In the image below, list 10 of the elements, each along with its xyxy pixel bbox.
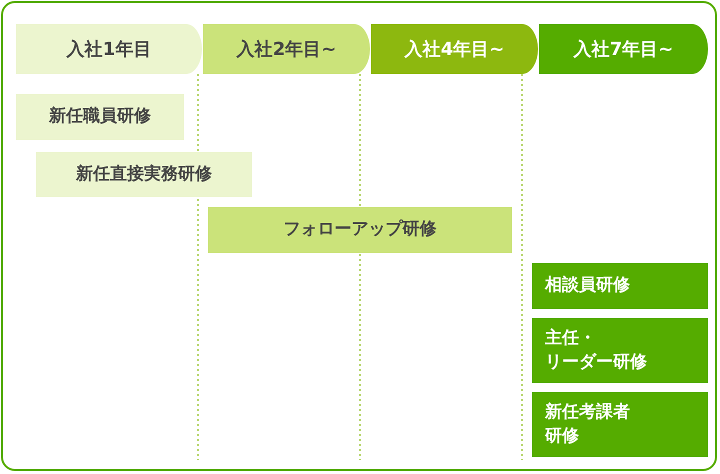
training-box: 相談員研修: [532, 263, 708, 309]
training-box: フォローアップ研修: [208, 207, 512, 253]
training-box: 新任直接実務研修: [36, 152, 252, 197]
phase-tab: 入社7年目~: [539, 24, 708, 74]
training-box: 新任職員研修: [16, 94, 184, 140]
phase-tab: 入社1年目: [16, 24, 202, 74]
phase-tab: 入社4年目~: [371, 24, 538, 74]
training-box: 新任考課者研修: [532, 392, 708, 457]
phase-tab: 入社2年目~: [203, 24, 370, 74]
training-box: 主任・リーダー研修: [532, 318, 708, 383]
